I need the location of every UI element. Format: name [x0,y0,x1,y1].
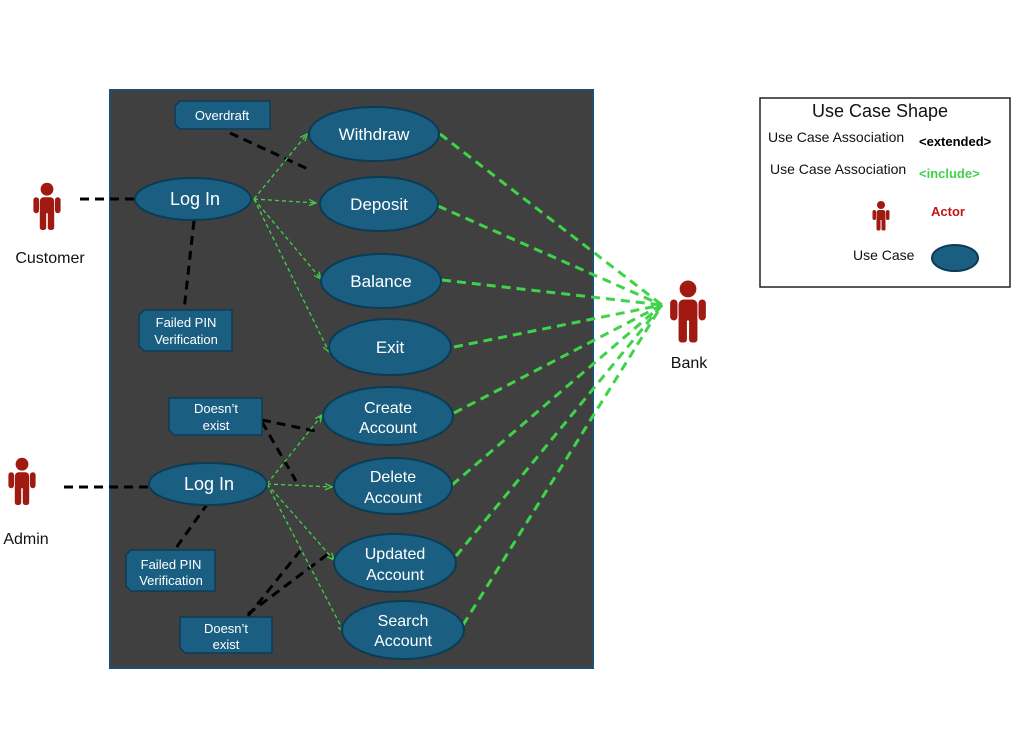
svg-text:exist: exist [213,637,240,652]
svg-text:Customer: Customer [15,250,85,267]
actor-admin: Admin [3,457,49,548]
actor-customer: Customer [15,182,85,267]
svg-text:Doesn’t: Doesn’t [204,621,248,636]
use-case-updated-account: Updated Account [333,533,457,593]
svg-text:Updated: Updated [365,546,426,563]
svg-text:exist: exist [203,418,230,433]
legend-actor-label: Actor [931,204,965,219]
svg-text:Delete: Delete [370,469,416,486]
svg-text:Doesn’t: Doesn’t [194,401,238,416]
use-case-deposit: Deposit [319,176,439,232]
svg-text:Failed PIN: Failed PIN [141,557,202,572]
use-case-withdraw: Withdraw [308,106,440,162]
note-failed-pin-customer: Failed PIN Verification [138,309,233,352]
actor-bank: Bank [670,280,708,372]
svg-text:Deposit: Deposit [350,195,408,214]
svg-text:Verification: Verification [154,332,218,347]
svg-text:Search: Search [378,613,429,630]
legend-use-case-label: Use Case [853,247,915,263]
include-associations [253,134,344,632]
svg-text:Admin: Admin [3,531,48,548]
use-case-balance: Balance [320,253,442,309]
note-overdraft: Overdraft [174,100,271,130]
use-case-customer-login: Log In [134,177,252,221]
svg-text:Verification: Verification [139,573,203,588]
use-case-delete-account: Delete Account [333,457,453,515]
svg-text:Bank: Bank [671,355,708,372]
bank-associations [437,132,664,626]
legend-use-case-shape [931,244,979,272]
svg-text:Log In: Log In [170,189,220,209]
use-case-exit: Exit [328,318,452,376]
svg-text:Create: Create [364,400,412,417]
note-failed-pin-admin: Failed PIN Verification [125,549,216,592]
svg-text:Withdraw: Withdraw [339,125,411,144]
legend-include-tag: <include> [919,166,980,181]
use-case-admin-login: Log In [148,462,268,506]
legend-title: Use Case Shape [812,101,948,121]
svg-text:Account: Account [364,490,422,507]
legend: Use Case Shape Use Case Association <ext… [759,97,1011,288]
use-case-create-account: Create Account [322,386,454,446]
svg-text:Account: Account [366,567,424,584]
legend-include-label: Use Case Association [770,161,906,177]
svg-text:Failed PIN: Failed PIN [156,315,217,330]
admin-actor-icon [8,457,36,505]
note-doesnt-exist-1: Doesn’t exist [168,397,263,436]
customer-actor-icon [33,182,61,230]
svg-text:Overdraft: Overdraft [195,108,250,123]
svg-text:Account: Account [374,633,432,650]
use-case-search-account: Search Account [341,600,465,660]
svg-text:Exit: Exit [376,338,405,357]
svg-text:Account: Account [359,420,417,437]
svg-text:Balance: Balance [350,272,411,291]
legend-extended-label: Use Case Association [768,129,904,145]
legend-extended-tag: <extended> [919,134,992,149]
svg-text:Log In: Log In [184,474,234,494]
extend-associations [64,131,333,617]
note-doesnt-exist-2: Doesn’t exist [179,616,273,654]
bank-actor-icon [670,280,706,343]
